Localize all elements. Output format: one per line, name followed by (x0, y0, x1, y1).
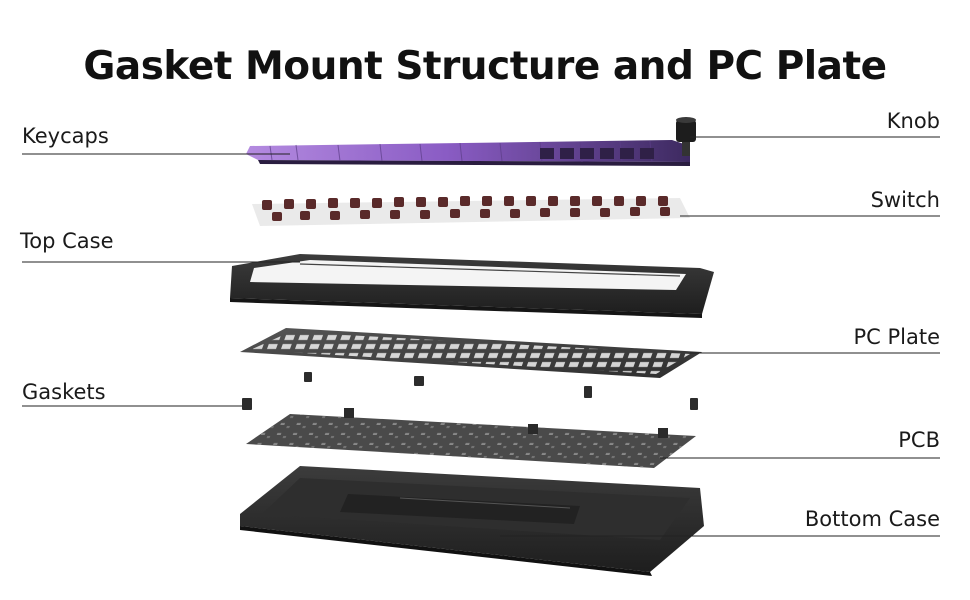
label-switch: Switch (870, 188, 940, 212)
leader-lines (22, 136, 940, 537)
label-knob: Knob (886, 109, 940, 133)
bottom-case (240, 466, 704, 576)
top-case (230, 254, 714, 318)
label-bottom-case: Bottom Case (804, 507, 940, 531)
gaskets (242, 372, 698, 410)
label-top-case: Top Case (20, 229, 114, 253)
pc-plate (240, 328, 702, 378)
switches-layer (252, 196, 690, 226)
label-gaskets: Gaskets (22, 380, 106, 404)
label-pcb: PCB (898, 428, 940, 452)
diagram-title: Gasket Mount Structure and PC Plate (83, 44, 887, 89)
label-keycaps: Keycaps (22, 124, 109, 148)
keycaps-layer (246, 140, 690, 166)
label-pc-plate: PC Plate (853, 325, 940, 349)
pcb (246, 408, 696, 468)
